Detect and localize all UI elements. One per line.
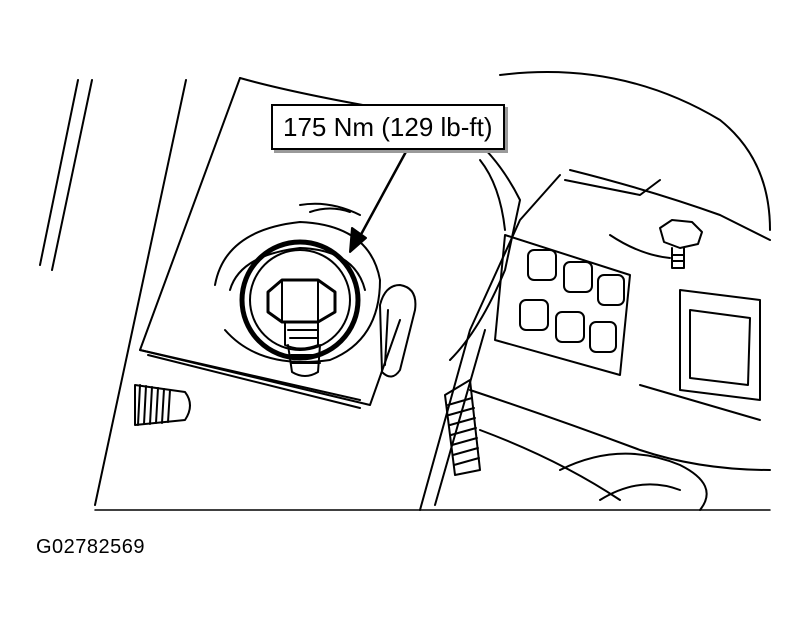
locating-pin: [379, 284, 417, 378]
torque-callout-label: 175 Nm (129 lb-ft): [271, 104, 505, 150]
left-frame-lines: [39, 79, 187, 506]
bolt-icon: [266, 278, 337, 377]
small-fastener: [659, 219, 703, 269]
arrow-icon: [349, 146, 410, 253]
figure-id: G02782569: [36, 536, 146, 558]
threaded-sleeve: [444, 379, 481, 476]
mounting-boss: [214, 207, 381, 363]
right-assembly: [419, 71, 771, 511]
threaded-stud: [134, 384, 191, 426]
